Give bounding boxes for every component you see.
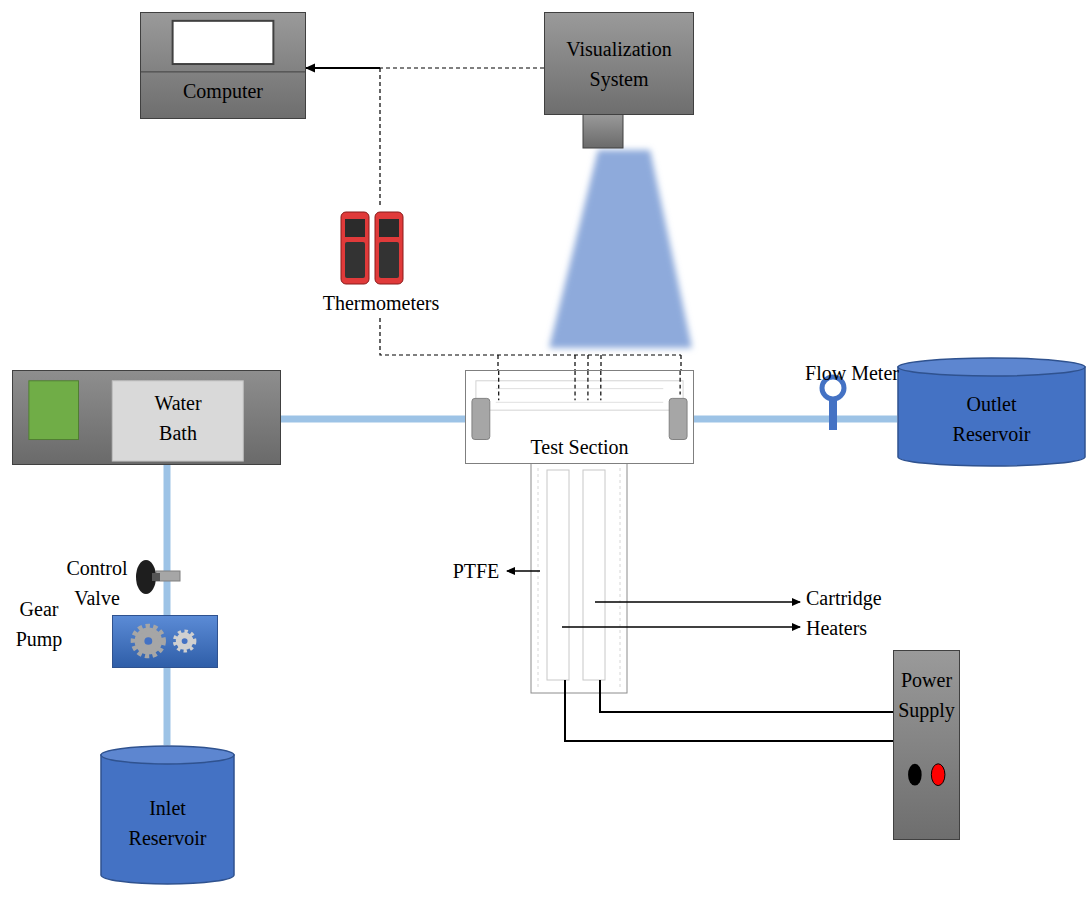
component-label: Control Valve [52, 553, 142, 613]
computer-icon: Computer [140, 12, 306, 119]
camera-box: Visualization System [544, 12, 694, 115]
water-bath-box: Water Bath [12, 370, 281, 465]
camera-lens [583, 114, 623, 148]
node-label: Visualization System [549, 34, 689, 94]
pipe-line [167, 465, 168, 615]
instrument-label: Thermometers [316, 288, 446, 318]
reservoir-tank: Inlet Reservoir [100, 745, 235, 885]
flow-meter-symbol [822, 377, 844, 430]
node-label: Water Bath [144, 388, 212, 448]
power-supply-box: Power Supply [893, 650, 960, 840]
camera-view-cone [549, 150, 692, 348]
node-label: Inlet Reservoir [122, 793, 213, 853]
reservoir-tank: Outlet Reservoir [897, 357, 1086, 467]
pipe-line [167, 668, 168, 745]
water-bath-box-shape [13, 371, 280, 464]
pipe-line [281, 419, 465, 420]
material-label: PTFE [448, 556, 504, 586]
valve-symbol [136, 560, 180, 594]
node-label: Power Supply [896, 665, 957, 725]
test-section-box: Test Section [465, 370, 694, 464]
gear-pump: Gear Pump [112, 615, 218, 668]
pipe-line [694, 419, 897, 420]
node-label: Computer [183, 76, 263, 106]
component-label: Cartridge Heaters [806, 583, 906, 643]
computer-icon-shape [141, 13, 305, 118]
node-label: Gear Pump [7, 594, 71, 654]
thermometer-icon [341, 212, 403, 284]
node-label: Test Section [530, 432, 628, 462]
gear-pump-shape [113, 616, 217, 667]
leader-arrow [507, 571, 800, 627]
power-wires [565, 680, 894, 741]
heater-block [531, 463, 627, 693]
node-label: Outlet Reservoir [947, 389, 1036, 449]
signal-line [306, 68, 544, 69]
instrument-label: Flow Meter [787, 358, 917, 388]
